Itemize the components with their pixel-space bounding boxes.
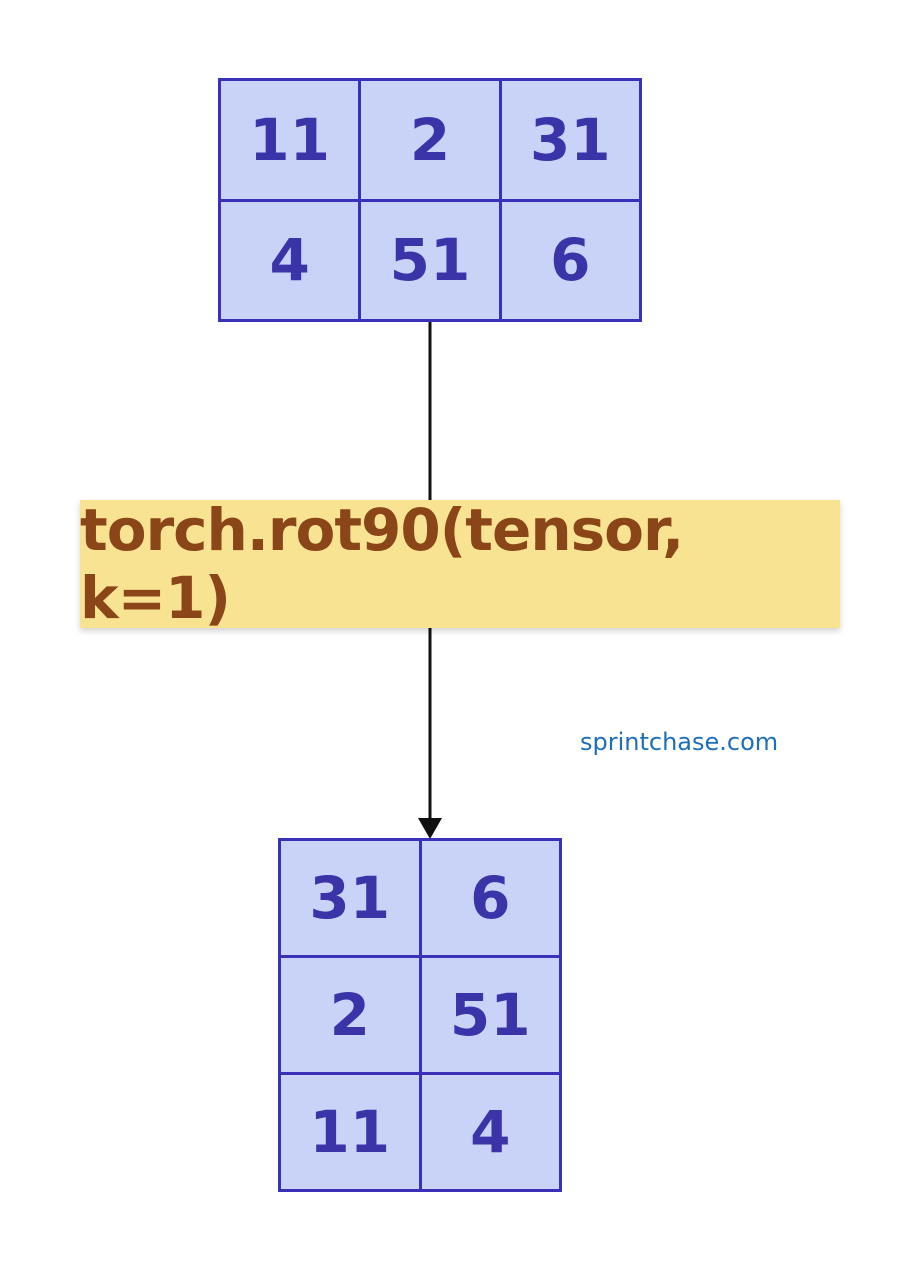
output-cell: 4 bbox=[421, 1075, 559, 1189]
operation-label: torch.rot90(tensor, k=1) bbox=[80, 496, 840, 632]
output-tensor-grid: 31 6 2 51 11 4 bbox=[278, 838, 562, 1192]
output-cell: 11 bbox=[281, 1075, 419, 1189]
output-cell: 31 bbox=[281, 841, 419, 955]
input-cell: 2 bbox=[361, 81, 499, 199]
output-cell: 2 bbox=[281, 958, 419, 1072]
output-cell: 51 bbox=[421, 958, 559, 1072]
output-cell: 6 bbox=[421, 841, 559, 955]
input-cell: 4 bbox=[221, 201, 359, 319]
input-cell: 6 bbox=[501, 201, 639, 319]
input-cell: 51 bbox=[361, 201, 499, 319]
input-cell: 11 bbox=[221, 81, 359, 199]
input-cell: 31 bbox=[501, 81, 639, 199]
input-tensor-grid: 11 2 31 4 51 6 bbox=[218, 78, 642, 322]
watermark-text: sprintchase.com bbox=[580, 728, 779, 756]
arrowhead-icon bbox=[418, 818, 442, 839]
